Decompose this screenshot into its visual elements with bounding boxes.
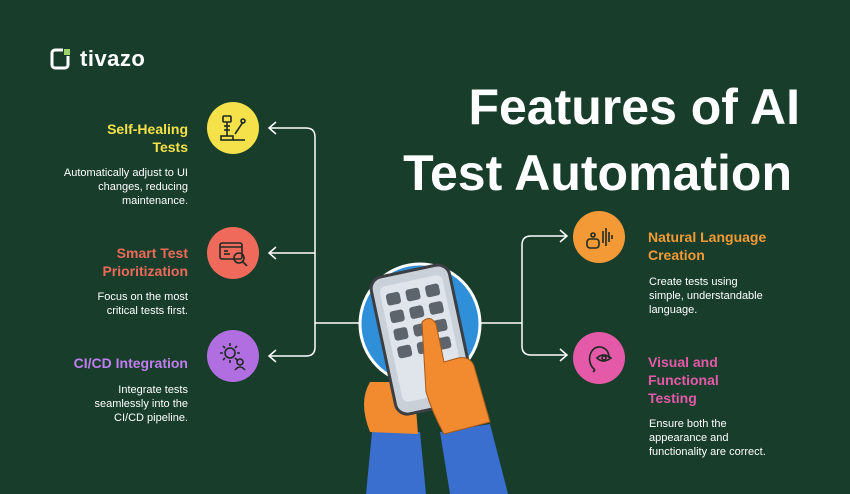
natural-language-text: Natural Language Creation (648, 228, 788, 264)
visual-testing-title: Visual and Functional Testing (648, 354, 719, 406)
natural-language-icon-badge (573, 211, 625, 263)
self-healing-icon-badge (207, 102, 259, 154)
page-title: Features of AI Test Automation (372, 74, 832, 206)
smart-test-text: Smart Test Prioritization (86, 244, 188, 280)
natural-language-title: Natural Language Creation (648, 229, 767, 263)
logo-icon (50, 48, 72, 70)
browser-search-icon (219, 242, 248, 267)
gear-person-icon (220, 343, 246, 371)
cicd-title: CI/CD Integration (73, 355, 188, 371)
self-healing-desc: Automatically adjust to UI changes, redu… (63, 167, 188, 207)
cicd-text: CI/CD Integration (50, 354, 188, 372)
visual-testing-icon-badge (573, 332, 625, 384)
cicd-desc: Integrate tests seamlessly into the CI/C… (94, 384, 188, 424)
logo: tivazo (50, 46, 145, 72)
self-healing-title: Self-Healing Tests (107, 121, 188, 155)
smart-test-desc: Focus on the most critical tests first. (97, 291, 189, 317)
title-line-1: Features of AI (468, 79, 800, 135)
smart-test-title: Smart Test Prioritization (102, 245, 188, 279)
smart-test-icon-badge (207, 227, 259, 279)
visual-testing-text: Visual and Functional Testing (648, 353, 748, 407)
title-line-2: Test Automation (403, 145, 792, 201)
logo-text: tivazo (80, 46, 146, 71)
cicd-icon-badge (207, 330, 259, 382)
robot-arm-icon (220, 115, 246, 141)
visual-testing-desc: Ensure both the appearance and functiona… (649, 418, 766, 458)
voice-robot-icon (586, 228, 613, 249)
phone-hand-illustration (358, 262, 508, 494)
natural-language-desc: Create tests using simple, understandabl… (649, 276, 763, 316)
self-healing-text: Self-Healing Tests (96, 120, 188, 156)
eye-head-icon (588, 346, 613, 373)
